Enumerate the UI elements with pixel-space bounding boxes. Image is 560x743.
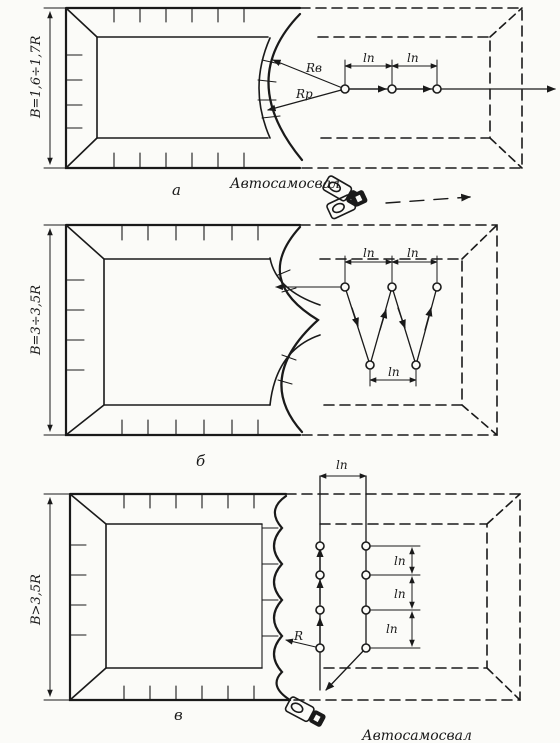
panel-c-step-label-2: ln xyxy=(394,587,406,601)
panel-b-station-1 xyxy=(340,282,350,292)
panel-c-slope-hatching xyxy=(69,493,255,701)
panel-a-radius-rr-label: Rр xyxy=(295,87,313,101)
panel-a-radius-rv-label: Rв xyxy=(305,61,322,75)
panel-c-letter: в xyxy=(174,706,183,724)
panel-c-station-2 xyxy=(315,570,325,580)
panel-b-station-4 xyxy=(365,360,375,370)
panel-c-station-6 xyxy=(361,570,371,580)
panel-c-planned-pit xyxy=(285,493,521,701)
panel-b-zigzag-path xyxy=(344,284,438,368)
panel-b-step-label-1: ln xyxy=(363,246,375,260)
panel-a-width-label: B=1,6÷1,7R xyxy=(29,35,44,119)
panel-a-inner-pit xyxy=(96,36,269,139)
panel-b-step-label-3: ln xyxy=(388,365,400,379)
panel-a-radius-rv xyxy=(272,59,346,90)
panel-a-truck-label: Автосамосвал xyxy=(229,176,340,192)
panel-a-truck-icon-2 xyxy=(326,190,368,220)
panel-a-station-3 xyxy=(432,84,442,94)
panel-b-station-3 xyxy=(432,282,442,292)
panel-b xyxy=(43,223,498,437)
panel-c-truck-icon xyxy=(284,696,326,727)
panel-c-station-1 xyxy=(315,541,325,551)
panel-b-face xyxy=(278,225,320,434)
panel-b-planned-pit xyxy=(299,224,498,436)
panel-b-letter: б xyxy=(196,452,206,470)
panel-a-step-label-2: ln xyxy=(407,51,419,65)
panel-a xyxy=(43,6,556,220)
panel-c-station-3 xyxy=(315,605,325,615)
panel-a-outer-pit xyxy=(64,6,302,170)
labels: B=1,6÷1,7R Rв Rр ln ln а Автосамосвал B=… xyxy=(29,35,472,743)
panel-b-step-label-2: ln xyxy=(407,246,419,260)
panel-c-station-8 xyxy=(361,643,371,653)
panel-c-station-4 xyxy=(315,643,325,653)
panel-c-radius-label: R xyxy=(293,629,303,643)
panel-a-station-1 xyxy=(340,84,350,94)
panel-a-slope-hatching xyxy=(65,7,245,169)
panel-a-planned-pit xyxy=(299,7,523,169)
panel-c xyxy=(43,473,521,727)
panel-b-slope-hatching xyxy=(65,224,259,436)
panel-c-width-label: B>3,5R xyxy=(29,574,44,626)
panel-b-station-2 xyxy=(387,282,397,292)
panel-a-letter: а xyxy=(172,181,181,199)
panel-c-face xyxy=(272,494,292,702)
panel-b-station-5 xyxy=(411,360,421,370)
panel-c-station-7 xyxy=(361,605,371,615)
panel-c-truck-label: Автосамосвал xyxy=(361,728,472,743)
panel-a-station-2 xyxy=(387,84,397,94)
panel-c-outer-pit xyxy=(68,492,292,702)
panel-c-step-label-1: ln xyxy=(394,554,406,568)
panel-c-inner-pit xyxy=(105,523,263,669)
panel-b-inner-pit xyxy=(103,258,271,406)
panel-b-width-label: B=3÷3,5R xyxy=(29,285,44,356)
panel-c-station-5 xyxy=(361,541,371,551)
panel-a-step-label-1: ln xyxy=(363,51,375,65)
panel-a-radius-rr xyxy=(267,88,346,112)
panel-c-step-label-3: ln xyxy=(386,622,398,636)
panel-c-step-label-top: ln xyxy=(336,458,348,472)
panel-a-face xyxy=(267,12,304,162)
